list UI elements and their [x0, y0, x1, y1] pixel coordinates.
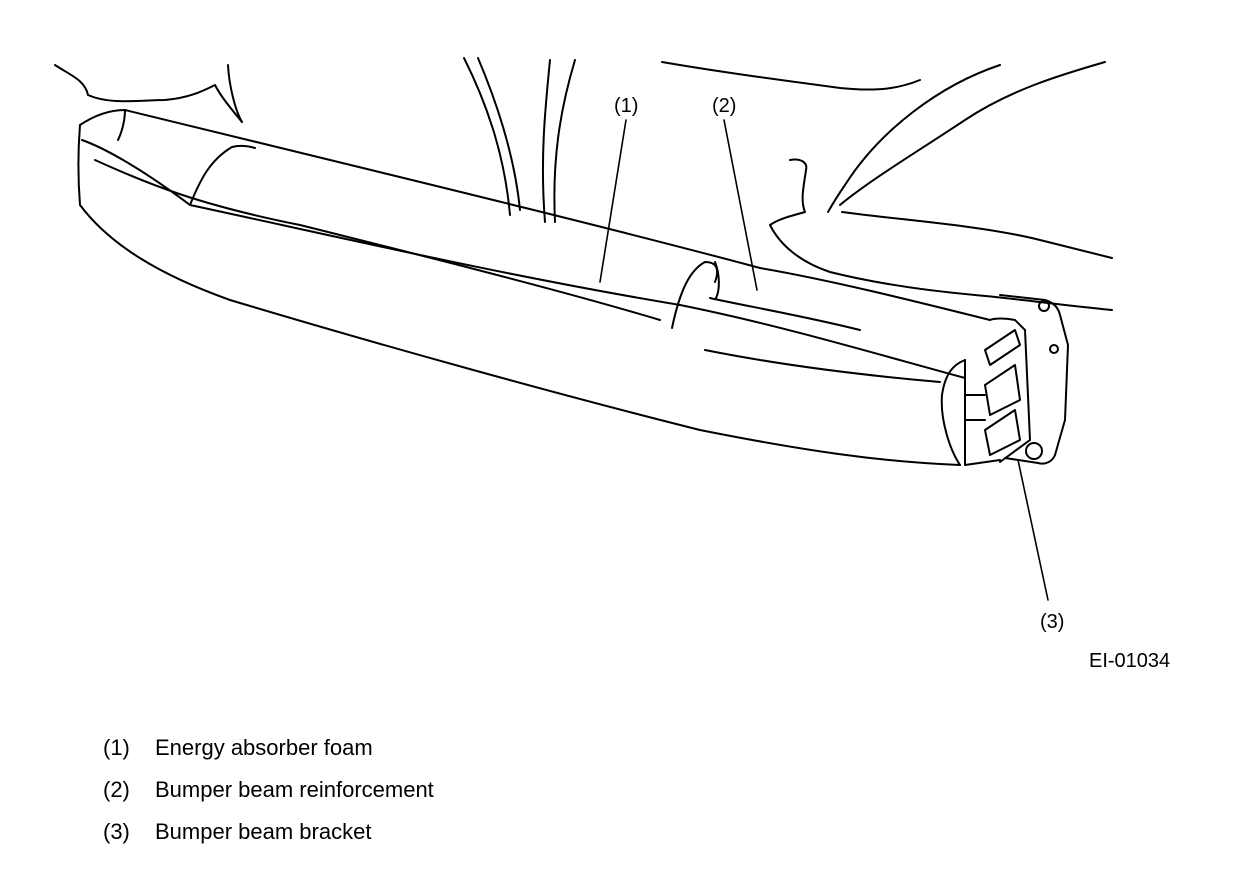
- legend-item: (3) Bumper beam bracket: [103, 819, 803, 861]
- figure-id: EI-01034: [1089, 650, 1170, 672]
- legend-item: (2) Bumper beam reinforcement: [103, 777, 803, 819]
- legend-text: Bumper beam reinforcement: [155, 777, 434, 802]
- callout-3: (3): [1040, 611, 1064, 633]
- legend-number: (1): [103, 735, 130, 760]
- legend-text: Bumper beam bracket: [155, 819, 372, 844]
- legend-text: Energy absorber foam: [155, 735, 373, 760]
- bumper-diagram: (1) (2) (3) EI-01034: [54, 57, 1170, 672]
- callout-1: (1): [614, 95, 638, 117]
- energy-absorber-foam: [77, 109, 991, 466]
- vehicle-body-outline: [54, 57, 1113, 311]
- callout-labels: (1) (2) (3): [614, 95, 1064, 633]
- bumper-beam-reinforcement: [964, 317, 1031, 466]
- bumper-beam-bracket: [999, 294, 1069, 465]
- leader-lines: [599, 119, 1049, 601]
- legend-number: (2): [103, 777, 130, 802]
- legend-number: (3): [103, 819, 130, 844]
- parts-legend: (1) Energy absorber foam (2) Bumper beam…: [103, 735, 803, 861]
- callout-2: (2): [712, 95, 736, 117]
- legend-item: (1) Energy absorber foam: [103, 735, 803, 777]
